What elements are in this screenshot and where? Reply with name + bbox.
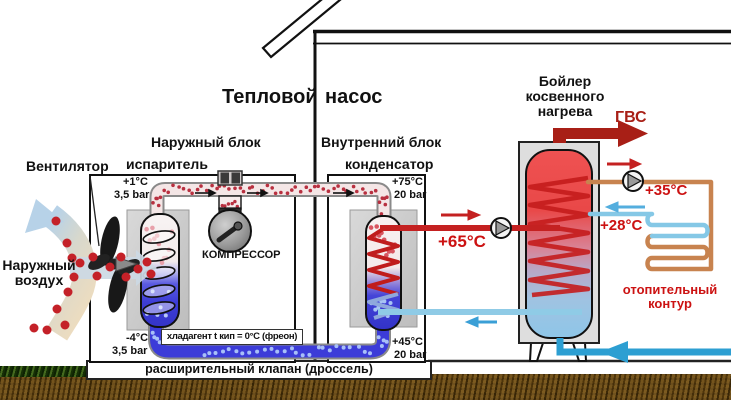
- condenser-label: конденсатор: [345, 156, 434, 172]
- outside-air-label: Наружный воздух: [0, 257, 78, 289]
- boiler-label-line1: Бойлер: [538, 73, 592, 89]
- condenser-supply-temp: +65°C: [438, 232, 486, 251]
- condenser-vessel: [365, 215, 402, 331]
- evaporator-top-temp: +1°C: [123, 176, 148, 188]
- fan-label: Вентилятор: [26, 158, 109, 174]
- pump-icon: [622, 170, 644, 192]
- outside-air-line2: воздух: [14, 272, 64, 289]
- hot-flow-arrow: [441, 209, 482, 221]
- dhw-label: ГВС: [615, 109, 647, 126]
- roof-beam: [261, 0, 342, 59]
- boiler-label: Бойлер косвенного нагрева: [519, 74, 611, 119]
- heating-circuit-label: отопительный контур: [620, 283, 720, 311]
- fan-callout-line: [89, 175, 100, 247]
- boiler-label-line3: нагрева: [537, 103, 593, 119]
- heating-flow-pipe: [585, 179, 714, 272]
- boiler-label-line2: косвенного: [525, 88, 605, 104]
- cold-flow-arrow: [464, 316, 497, 328]
- expansion-valve-note: расширительный клапан (дроссель): [145, 362, 373, 376]
- condenser-bottom-temp: +45°C: [392, 336, 424, 348]
- pump-icon: [490, 217, 512, 239]
- compressor-icon: [208, 170, 252, 253]
- condenser-coil-hot: [367, 227, 400, 296]
- outside-air-line1: Наружный: [2, 257, 76, 273]
- heating-circuit-line2: контур: [648, 296, 692, 311]
- boiler: [518, 141, 600, 362]
- dhw-outlet-arrow: [553, 120, 648, 147]
- refrigerant-note: хладагент t кип = 0°C (фреон): [161, 329, 303, 345]
- condenser-bottom-pressure: 20 bar: [394, 349, 427, 361]
- vapor-pipe: [149, 182, 392, 218]
- evaporator-label: испаритель: [126, 156, 208, 172]
- hot-flow-arrow: [607, 158, 643, 170]
- vapor-flow-arrows: [195, 188, 355, 198]
- condenser-top-pressure: 20 bar: [394, 189, 427, 201]
- heating-return-pipe: [587, 211, 710, 239]
- house-structure: [86, 0, 731, 380]
- title-left: Тепловой: [222, 86, 318, 108]
- cold-water-arrowhead: [600, 341, 628, 363]
- evaporator-bottom-pressure: 3,5 bar: [112, 345, 148, 357]
- title-right: насос: [325, 86, 383, 108]
- ground-grass: [0, 366, 88, 377]
- evaporator-bottom-temp: -4°C: [126, 332, 149, 344]
- heating-circuit-pipes: [585, 179, 714, 272]
- evaporator-top-pressure: 3,5 bar: [114, 189, 150, 201]
- boiler-leg-left: [528, 342, 545, 362]
- heating-return-temp: +28°C: [600, 217, 643, 234]
- outdoor-unit-label: Наружный блок: [151, 134, 261, 150]
- heating-circuit-line1: отопительный: [622, 282, 718, 297]
- heating-flow-temp: +35°C: [645, 182, 688, 199]
- boiler-coil: [527, 175, 591, 298]
- cold-flow-arrow: [604, 201, 645, 213]
- condenser-top-temp: +75°C: [392, 176, 424, 188]
- cold-water-inlet-pipe: [556, 338, 731, 363]
- compressor-label: КОМПРЕССОР: [202, 249, 281, 261]
- indoor-unit-label: Внутренний блок: [321, 134, 442, 150]
